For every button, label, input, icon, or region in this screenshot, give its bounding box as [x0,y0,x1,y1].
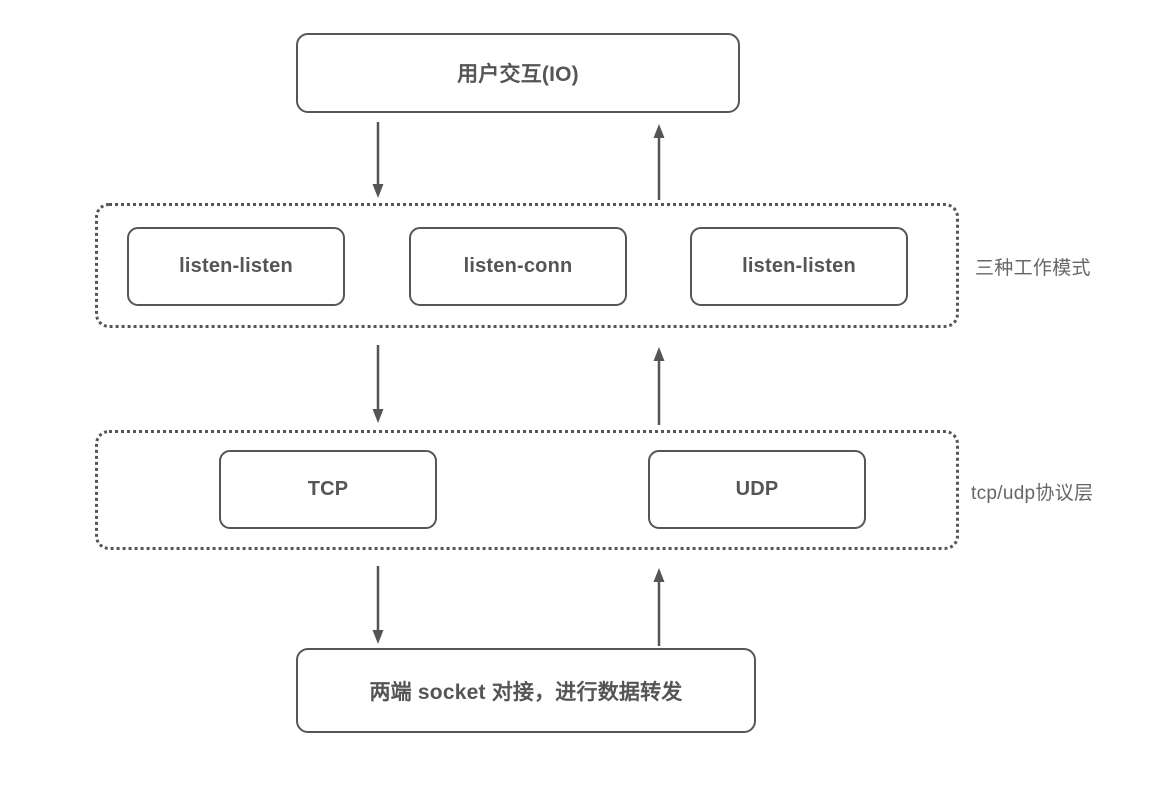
node-mode-listen-listen-1[interactable]: listen-listen [127,227,345,306]
node-protocol-udp[interactable]: UDP [648,450,866,529]
node-label: listen-listen [742,255,856,277]
up-arrow-socket-to-proto [650,566,668,646]
down-arrow-io-to-modes [369,122,387,200]
up-arrow-modes-to-io [650,122,668,200]
down-arrow-modes-to-proto [369,345,387,425]
node-label: listen-listen [179,255,293,277]
node-label: listen-conn [463,255,573,277]
node-mode-listen-listen-2[interactable]: listen-listen [690,227,908,306]
node-label: TCP [307,478,349,500]
group-work-modes [95,203,959,328]
up-arrow-proto-to-modes [650,345,668,425]
node-protocol-tcp[interactable]: TCP [219,450,437,529]
down-arrow-proto-to-socket [369,566,387,646]
group-label-protocol-layer: tcp/udp协议层 [971,483,1094,504]
node-socket-forwarding[interactable]: 两端 socket 对接，进行数据转发 [296,648,756,733]
node-mode-listen-conn[interactable]: listen-conn [409,227,627,306]
node-user-interaction-io[interactable]: 用户交互(IO) [296,33,740,113]
node-label: UDP [735,478,779,500]
node-label: 两端 socket 对接，进行数据转发 [369,680,683,704]
node-label: 用户交互(IO) [457,63,579,86]
group-label-work-modes: 三种工作模式 [975,258,1091,279]
group-protocol-layer [95,430,959,550]
